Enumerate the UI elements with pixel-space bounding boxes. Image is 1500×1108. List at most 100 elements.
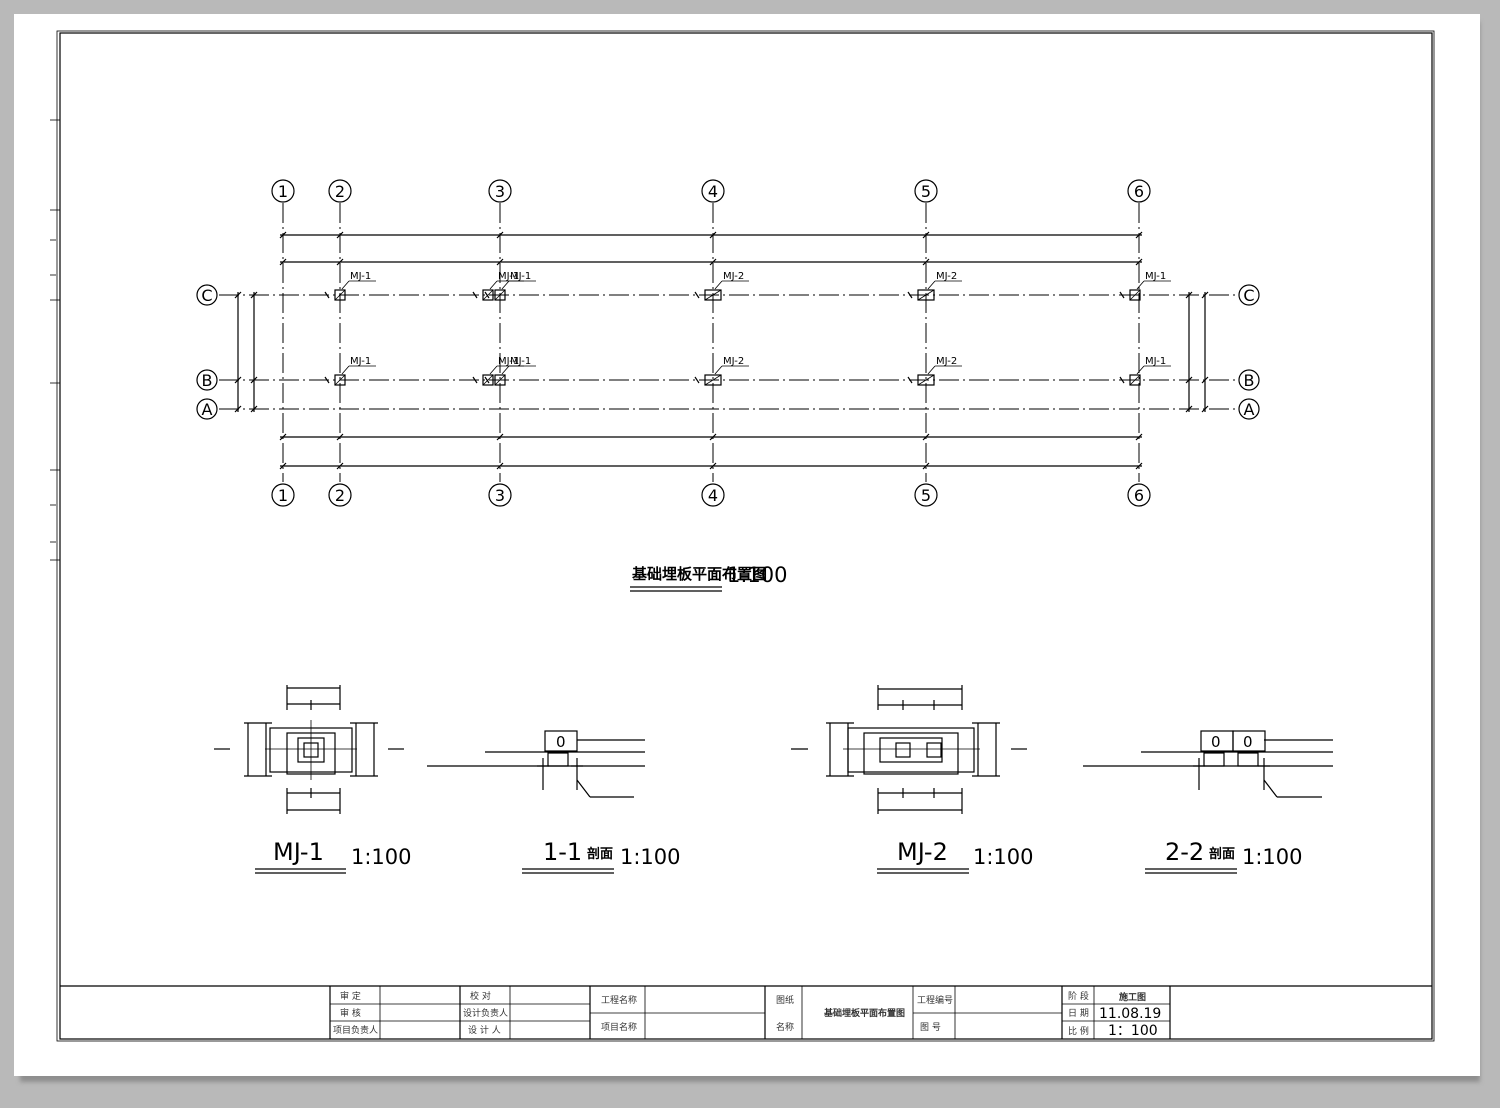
col-tick-4-2 <box>709 433 717 441</box>
embed-mark-7 <box>324 376 330 384</box>
row-tick-A-1 <box>250 405 258 413</box>
col-bubble-label-3-top: 3 <box>495 182 505 201</box>
col-bubble-6-bottom <box>1127 483 1151 507</box>
col-tick-5-0 <box>922 231 930 239</box>
embed-leader-9 <box>501 365 510 375</box>
col-tick-3-0 <box>496 231 504 239</box>
col-bubble-label-2-bottom: 2 <box>335 486 345 505</box>
col-bubble-2-top <box>328 179 352 203</box>
embed-leader-5 <box>927 280 936 290</box>
embed-leader-11 <box>927 365 936 375</box>
margin-ticks <box>50 119 60 561</box>
tb-scale-label: 比 例 <box>1068 1025 1089 1037</box>
embed-mark-3 <box>484 291 490 299</box>
col-bubble-3-bottom <box>488 483 512 507</box>
section-2-2-title: 2-2 <box>1165 838 1204 866</box>
embed-leader-2 <box>489 280 498 290</box>
embed-plate-hatch-4 <box>704 289 722 301</box>
embed-plate-8 <box>482 374 494 386</box>
embed-mark-8 <box>472 376 478 384</box>
col-tick-3-2 <box>496 433 504 441</box>
embed-plate-11 <box>917 374 935 386</box>
row-tick-B-2 <box>1185 376 1193 384</box>
tb-approve: 审 定 <box>340 990 361 1002</box>
embed-plate-hatch-5 <box>917 289 935 301</box>
col-bubble-label-1-bottom: 1 <box>278 486 288 505</box>
embed-plate-hatch-11 <box>917 374 935 386</box>
embed-leader-3 <box>501 280 510 290</box>
section-2-2-bolt-label-2: 0 <box>1243 733 1253 751</box>
col-bubble-3-top <box>488 179 512 203</box>
embed-plate-label-10: MJ-2 <box>723 356 744 367</box>
col-bubble-6-top <box>1127 179 1151 203</box>
embed-mark-12 <box>1119 376 1125 384</box>
embed-leader-1 <box>341 280 350 290</box>
title-block: 审 定 审 核 项目负责人 校 对 设计负责人 设 计 人 工程名称 项目名称 … <box>60 985 1432 1039</box>
inner-border <box>59 32 1433 1040</box>
detail-mj2-scale: 1:100 <box>973 845 1034 869</box>
section-1-1-title: 1-1 <box>543 838 582 866</box>
row-bubble-A-right <box>1238 398 1260 420</box>
section-2-2: 0 0 2-2 剖面 1:100 <box>1083 730 1333 874</box>
embed-plate-hatch-6 <box>1129 289 1141 301</box>
section-1-1-suffix: 剖面 <box>587 846 613 862</box>
embed-plate-hatch-2 <box>482 289 494 301</box>
row-tick-C-3 <box>1201 291 1209 299</box>
embed-mark-6 <box>1119 291 1125 299</box>
embed-plate-4 <box>704 289 722 301</box>
embed-plate-label-8: MJ-1 <box>498 356 519 367</box>
col-bubble-4-top <box>701 179 725 203</box>
embed-plate-label-4: MJ-2 <box>723 271 744 282</box>
row-bubble-B-right <box>1238 369 1260 391</box>
col-bubble-label-6-top: 6 <box>1134 182 1144 201</box>
detail-mj2-title: MJ-2 <box>897 838 948 866</box>
col-tick-4-0 <box>709 231 717 239</box>
embed-plate-3 <box>494 289 506 301</box>
embed-mark-4 <box>694 291 700 299</box>
col-tick-2-3 <box>336 462 344 470</box>
col-tick-1-2 <box>279 433 287 441</box>
row-bubble-label-B-right: B <box>1244 371 1255 390</box>
embed-leader-12 <box>1136 365 1145 375</box>
col-tick-5-3 <box>922 462 930 470</box>
row-bubble-label-C-right: C <box>1243 286 1254 305</box>
embed-plate-hatch-12 <box>1129 374 1141 386</box>
embed-plate-hatch-8 <box>482 374 494 386</box>
section-2-2-suffix: 剖面 <box>1209 846 1235 862</box>
col-tick-3-3 <box>496 462 504 470</box>
embed-plate-label-7: MJ-1 <box>350 356 371 367</box>
embed-plate-hatch-1 <box>334 289 346 301</box>
row-tick-A-3 <box>1201 405 1209 413</box>
row-bubble-label-B-left: B <box>202 371 213 390</box>
tb-designer: 设 计 人 <box>468 1024 501 1036</box>
embed-plate-label-9: MJ-1 <box>510 356 531 367</box>
embed-plate-9 <box>494 374 506 386</box>
detail-mj1-title: MJ-1 <box>273 838 324 866</box>
row-tick-C-2 <box>1185 291 1193 299</box>
col-tick-6-3 <box>1135 462 1143 470</box>
row-tick-A-2 <box>1185 405 1193 413</box>
embed-mark-1 <box>324 291 330 299</box>
embed-leader-6 <box>1136 280 1145 290</box>
col-tick-1-3 <box>279 462 287 470</box>
tb-design-lead: 设计负责人 <box>463 1007 508 1019</box>
tb-project-no: 工程编号 <box>917 994 953 1006</box>
col-bubble-1-bottom <box>271 483 295 507</box>
tb-drawing-no: 图 号 <box>920 1022 941 1033</box>
section-1-1: 0 1-1 剖面 1:100 <box>427 730 681 874</box>
tb-drawing-label-1: 图纸 <box>776 994 794 1006</box>
col-tick-4-1 <box>709 258 717 266</box>
embed-plate-10 <box>704 374 722 386</box>
row-bubble-label-A-left: A <box>202 400 213 419</box>
tb-item-name: 项目名称 <box>601 1021 637 1033</box>
col-tick-2-1 <box>336 258 344 266</box>
outer-border <box>56 30 1435 1042</box>
row-tick-B-1 <box>250 376 258 384</box>
col-bubble-label-3-bottom: 3 <box>495 486 505 505</box>
section-2-2-bolt-label-1: 0 <box>1211 733 1221 751</box>
embed-plate-label-6: MJ-1 <box>1145 271 1166 282</box>
tb-check: 校 对 <box>470 990 491 1002</box>
row-bubble-A-left <box>196 398 218 420</box>
col-bubble-label-4-bottom: 4 <box>708 486 718 505</box>
